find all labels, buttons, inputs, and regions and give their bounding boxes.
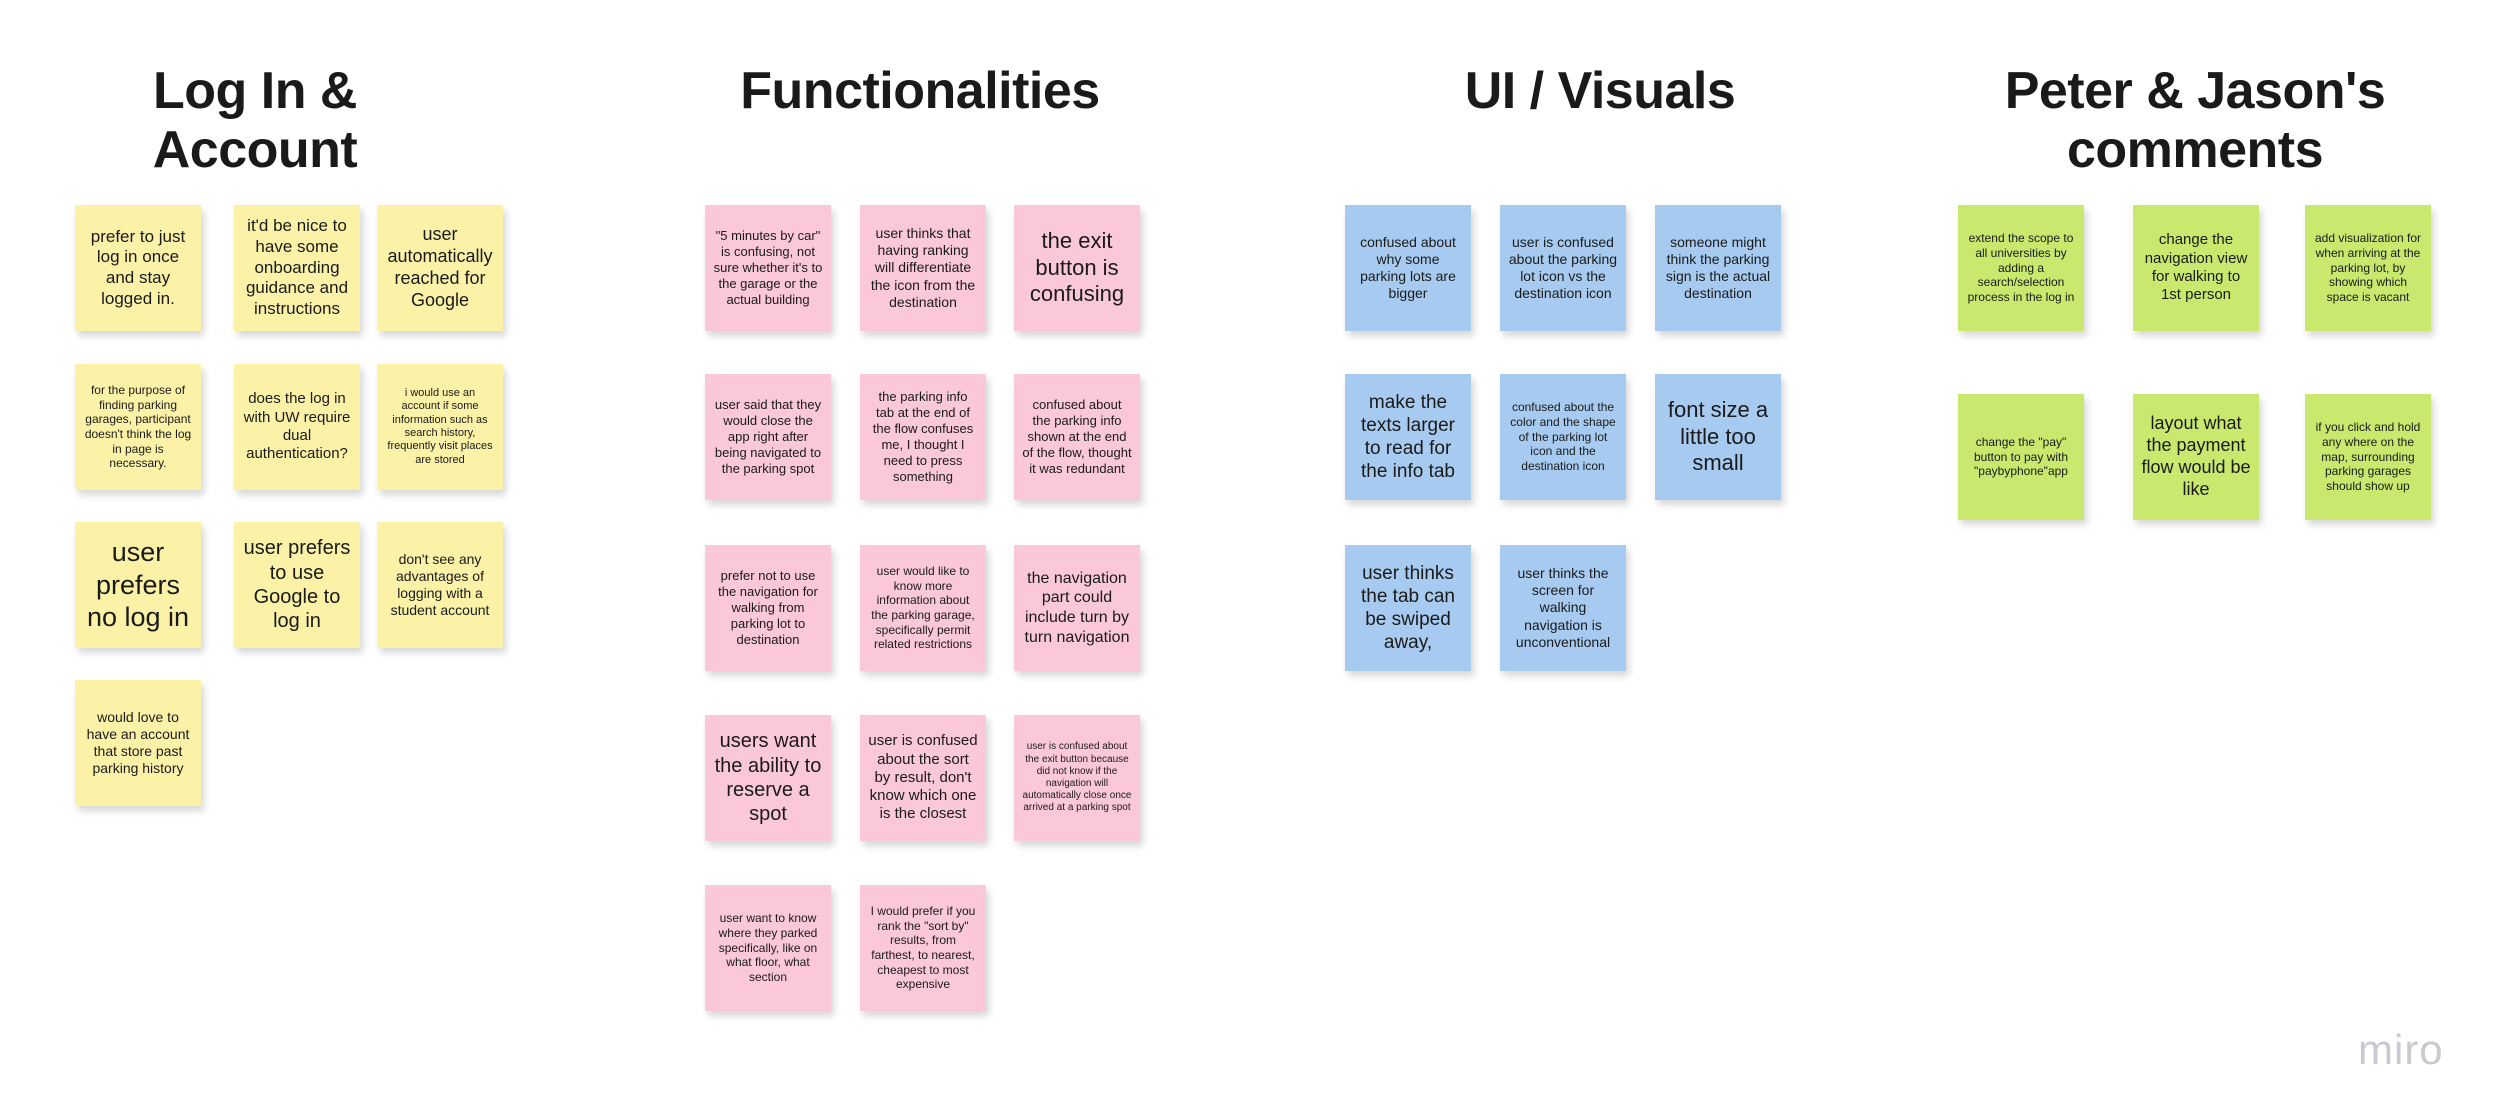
sticky-note-text: don't see any advantages of logging with…: [390, 550, 490, 619]
sticky-note-text: extend the scope to all universities by …: [1967, 231, 2075, 304]
sticky-note[interactable]: font size a little too small: [1655, 374, 1781, 500]
sticky-note-text: users want the ability to reserve a spot: [714, 730, 822, 826]
sticky-note-text: prefer to just log in once and stay logg…: [90, 226, 186, 308]
sticky-note-text: confused about why some parking lots are…: [1360, 233, 1456, 302]
sticky-note[interactable]: someone might think the parking sign is …: [1655, 205, 1781, 331]
sticky-note[interactable]: I would prefer if you rank the "sort by"…: [860, 885, 986, 1011]
sticky-note[interactable]: user thinks that having ranking will dif…: [860, 205, 986, 331]
sticky-note-text: would love to have an account that store…: [86, 708, 190, 777]
sticky-note[interactable]: user would like to know more information…: [860, 545, 986, 671]
sticky-note-text: the parking info tab at the end of the f…: [872, 389, 974, 484]
sticky-note[interactable]: user thinks the tab can be swiped away,: [1345, 545, 1471, 671]
sticky-note-text: user is confused about the parking lot i…: [1508, 233, 1618, 302]
sticky-note[interactable]: change the navigation view for walking t…: [2133, 205, 2259, 331]
column-title-functionalities: Functionalities: [740, 62, 1100, 120]
sticky-note[interactable]: user said that they would close the app …: [705, 374, 831, 500]
sticky-note[interactable]: prefer to just log in once and stay logg…: [75, 205, 201, 331]
sticky-note[interactable]: does the log in with UW require dual aut…: [234, 364, 360, 490]
sticky-note[interactable]: it'd be nice to have some onboarding gui…: [234, 205, 360, 331]
sticky-note-text: user thinks the tab can be swiped away,: [1360, 562, 1456, 654]
sticky-note-text: user is confused about the sort by resul…: [868, 732, 978, 823]
sticky-note[interactable]: user automatically reached for Google: [377, 205, 503, 331]
sticky-note[interactable]: don't see any advantages of logging with…: [377, 522, 503, 648]
sticky-note-text: user prefers to use Google to log in: [243, 537, 351, 633]
sticky-note-text: does the log in with UW require dual aut…: [243, 390, 351, 463]
sticky-note[interactable]: the parking info tab at the end of the f…: [860, 374, 986, 500]
sticky-note-text: confused about the color and the shape o…: [1510, 400, 1616, 473]
sticky-note[interactable]: add visualization for when arriving at t…: [2305, 205, 2431, 331]
sticky-note-text: user want to know where they parked spec…: [718, 911, 818, 984]
sticky-note[interactable]: i would use an account if some informati…: [377, 364, 503, 490]
sticky-note-text: confused about the parking info shown at…: [1022, 397, 1132, 476]
sticky-note[interactable]: user prefers no log in: [75, 522, 201, 648]
sticky-note[interactable]: users want the ability to reserve a spot: [705, 715, 831, 841]
sticky-note[interactable]: extend the scope to all universities by …: [1958, 205, 2084, 331]
sticky-note[interactable]: user prefers to use Google to log in: [234, 522, 360, 648]
sticky-note[interactable]: confused about why some parking lots are…: [1345, 205, 1471, 331]
sticky-note-text: make the texts larger to read for the in…: [1360, 391, 1456, 483]
sticky-note-text: prefer not to use the navigation for wal…: [718, 568, 818, 647]
sticky-note-text: user automatically reached for Google: [387, 224, 493, 310]
sticky-note-text: layout what the payment flow would be li…: [2141, 413, 2251, 499]
sticky-note-text: "5 minutes by car" is confusing, not sur…: [713, 228, 823, 307]
sticky-note[interactable]: layout what the payment flow would be li…: [2133, 394, 2259, 520]
sticky-note-text: user said that they would close the app …: [714, 397, 822, 476]
sticky-note-text: for the purpose of finding parking garag…: [84, 383, 192, 471]
sticky-note-text: I would prefer if you rank the "sort by"…: [870, 904, 976, 992]
sticky-note[interactable]: confused about the parking info shown at…: [1014, 374, 1140, 500]
sticky-note-text: it'd be nice to have some onboarding gui…: [245, 216, 349, 319]
sticky-note-text: user is confused about the exit button b…: [1022, 741, 1132, 814]
sticky-note[interactable]: the navigation part could include turn b…: [1014, 545, 1140, 671]
sticky-note[interactable]: confused about the color and the shape o…: [1500, 374, 1626, 500]
sticky-note-text: user would like to know more information…: [871, 564, 975, 652]
sticky-note-text: if you click and hold any where on the m…: [2315, 420, 2421, 493]
sticky-note-text: user thinks that having ranking will dif…: [870, 225, 976, 310]
miro-watermark: miro: [2358, 1026, 2444, 1073]
column-title-log-in-and-account: Log In & Account: [152, 62, 358, 180]
sticky-note[interactable]: user is confused about the parking lot i…: [1500, 205, 1626, 331]
column-title-ui-visuals: UI / Visuals: [1464, 62, 1736, 120]
sticky-note-text: font size a little too small: [1667, 396, 1769, 476]
sticky-note[interactable]: user want to know where they parked spec…: [705, 885, 831, 1011]
sticky-note[interactable]: user is confused about the sort by resul…: [860, 715, 986, 841]
sticky-note-text: the exit button is confusing: [1029, 227, 1125, 307]
column-title-peter-and-jasons-comments: Peter & Jason's comments: [2004, 62, 2386, 180]
sticky-note[interactable]: make the texts larger to read for the in…: [1345, 374, 1471, 500]
sticky-note[interactable]: user thinks the screen for walking navig…: [1500, 545, 1626, 671]
sticky-note-text: user thinks the screen for walking navig…: [1515, 565, 1611, 650]
sticky-note[interactable]: "5 minutes by car" is confusing, not sur…: [705, 205, 831, 331]
sticky-note[interactable]: user is confused about the exit button b…: [1014, 715, 1140, 841]
sticky-note[interactable]: would love to have an account that store…: [75, 680, 201, 806]
sticky-note-text: someone might think the parking sign is …: [1665, 233, 1771, 302]
sticky-note-text: add visualization for when arriving at t…: [2314, 231, 2422, 304]
sticky-note-text: change the "pay" button to pay with "pay…: [1973, 435, 2069, 479]
sticky-note-text: the navigation part could include turn b…: [1024, 569, 1130, 646]
sticky-note[interactable]: the exit button is confusing: [1014, 205, 1140, 331]
sticky-note[interactable]: prefer not to use the navigation for wal…: [705, 545, 831, 671]
sticky-note[interactable]: for the purpose of finding parking garag…: [75, 364, 201, 490]
sticky-note[interactable]: if you click and hold any where on the m…: [2305, 394, 2431, 520]
sticky-note[interactable]: change the "pay" button to pay with "pay…: [1958, 394, 2084, 520]
sticky-note-text: i would use an account if some informati…: [387, 386, 493, 466]
sticky-note-text: user prefers no log in: [86, 536, 190, 633]
sticky-note-text: change the navigation view for walking t…: [2144, 231, 2248, 304]
